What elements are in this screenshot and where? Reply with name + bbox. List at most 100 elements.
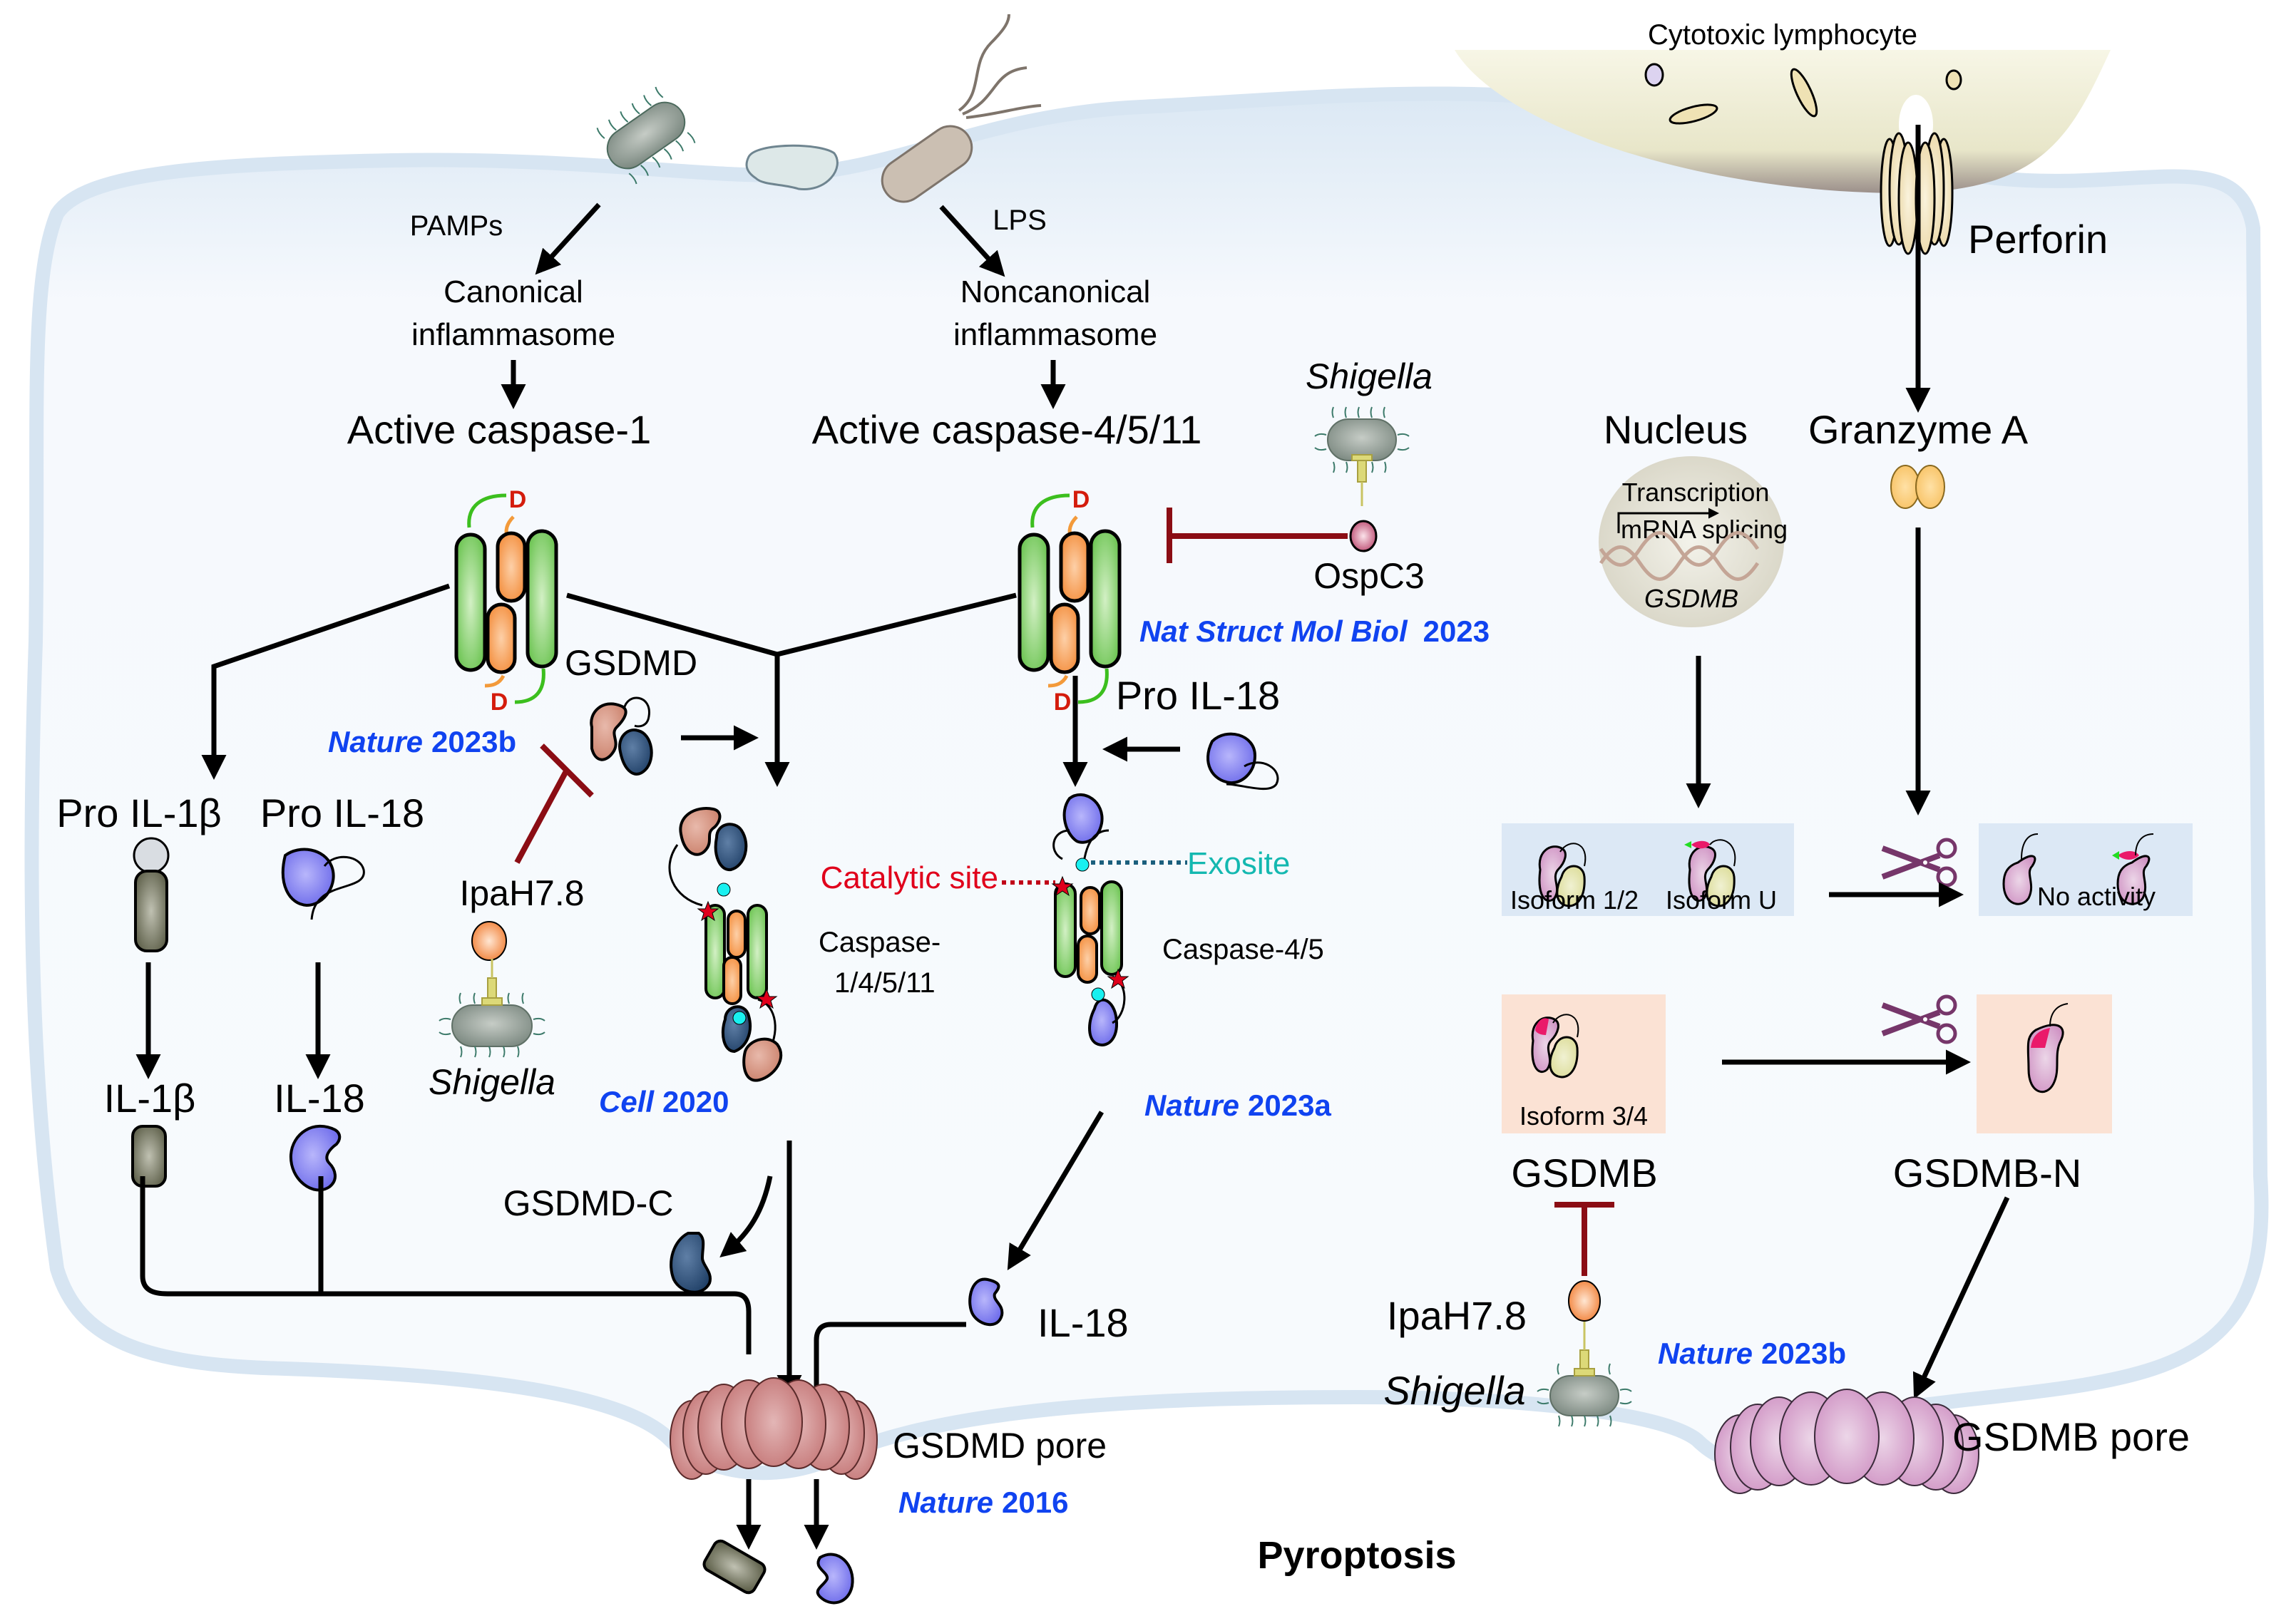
ipah78-left-label: IpaH7.8	[459, 873, 584, 913]
pro-il1b-icon	[133, 837, 170, 952]
gsdmb-pore-icon	[1714, 1389, 1979, 1494]
il18-label: IL-18	[274, 1076, 365, 1121]
shigella-left-icon	[439, 959, 545, 1058]
bacterium-curved	[745, 144, 839, 190]
noncanonical-label-2: inflammasome	[953, 317, 1157, 352]
gsdmd-pore-icon	[670, 1377, 878, 1480]
caspase-4511-dimer-icon: D D	[1018, 486, 1122, 716]
inhibition-ipah-gsdmd	[514, 743, 594, 864]
d-residue-label: D	[491, 689, 508, 716]
branch-casp1-right	[566, 592, 778, 657]
pamps-label: PAMPs	[410, 210, 503, 242]
gsdmb-pore-label: GSDMB pore	[1952, 1414, 2190, 1459]
ipah78-right-label: IpaH7.8	[1387, 1293, 1527, 1338]
nucleus-label: Nucleus	[1604, 407, 1748, 452]
arrow-pamps	[535, 202, 601, 275]
transcription-label: Transcription	[1622, 478, 1770, 507]
pro-il18-label: Pro IL-18	[260, 791, 424, 835]
arrow-to-cleavage-complex	[764, 592, 1017, 787]
caspase-multi-label-1: Caspase-	[819, 927, 941, 958]
scissors-icon	[1881, 994, 1957, 1044]
canonical-label-2: inflammasome	[411, 317, 615, 352]
active-caspase-4511-label: Active caspase-4/5/11	[812, 407, 1202, 452]
gsdmb-label: GSDMB	[1511, 1151, 1657, 1195]
ipah78-left-icon	[471, 921, 507, 961]
noncanonical-label-1: Noncanonical	[960, 274, 1151, 309]
dna-helix-icon	[1599, 531, 1760, 581]
il1b-released-icon	[702, 1539, 767, 1595]
shigella-right-icon	[1537, 1322, 1632, 1427]
line-il18-released-to-pore	[814, 1322, 966, 1394]
transcription-arrow-icon	[1617, 508, 1719, 533]
canonical-label-1: Canonical	[444, 274, 583, 309]
no-activity-box: No activity	[1979, 823, 2193, 916]
bacterium-lps	[881, 14, 1042, 203]
il18-released-label: IL-18	[1037, 1300, 1129, 1345]
pyroptosis-label: Pyroptosis	[1257, 1534, 1456, 1577]
caspase-45-label: Caspase-4/5	[1162, 934, 1324, 965]
granzyme-a-icon	[1890, 465, 1945, 509]
pro-il1b-label: Pro IL-1β	[56, 791, 221, 835]
no-activity-label: No activity	[2037, 882, 2156, 911]
gsdmd-pore-label: GSDMD pore	[893, 1426, 1107, 1466]
ospc3-label: OspC3	[1313, 556, 1425, 596]
gsdmb-isoform-34-icon	[1531, 1014, 1579, 1079]
caspase-gsdmd-complex-icon	[668, 807, 783, 1082]
gsdmb-n-label: GSDMB-N	[1893, 1151, 2081, 1195]
d-residue-label: D	[1072, 486, 1090, 513]
lps-label: LPS	[993, 205, 1047, 236]
isoform-u-label: Isoform U	[1666, 885, 1777, 915]
shigella-right-label: Shigella	[1383, 1368, 1525, 1413]
pro-il18-right-icon	[1206, 732, 1279, 791]
arrow-gsdmb-n-to-pore	[1912, 1196, 2010, 1399]
il18-mature-icon	[289, 1125, 342, 1192]
isoform-34-box: Isoform 3/4	[1502, 994, 1666, 1133]
active-caspase-1-label: Active caspase-1	[347, 407, 651, 452]
il18-released-icon	[968, 1277, 1004, 1327]
ipah78-right-icon	[1568, 1280, 1601, 1322]
gsdmb-n-u-inactive-icon	[2116, 855, 2151, 905]
bacterium-pamps	[596, 86, 696, 185]
caspase45-il18-complex-icon	[1051, 793, 1129, 1046]
shigella-bacterium-icon	[1314, 406, 1410, 506]
exosite-label: Exosite	[1187, 846, 1290, 881]
granzyme-a-label: Granzyme A	[1808, 407, 2029, 452]
il1b-mature-icon	[131, 1125, 167, 1188]
nucleus-icon: Transcription mRNA splicing GSDMB	[1599, 456, 1788, 627]
ospc3-icon	[1349, 520, 1378, 552]
gsdmd-full-length-icon	[590, 696, 653, 776]
gsdmb-isoform-12-icon	[1538, 843, 1587, 907]
pro-il18-right-label: Pro IL-18	[1116, 673, 1280, 718]
gsdmb-n-inactive-icon	[2002, 855, 2036, 905]
isoform-12-label: Isoform 1/2	[1510, 885, 1639, 915]
gsdmb-isoform-u-icon	[1684, 839, 1736, 907]
line-il1b-to-pore	[140, 1176, 752, 1354]
d-residue-label: D	[509, 486, 527, 513]
gsdmd-c-label: GSDMD-C	[503, 1183, 674, 1223]
catalytic-site-label: Catalytic site	[821, 860, 998, 895]
perforin-label: Perforin	[1968, 217, 2108, 262]
gsdmb-gene-label: GSDMB	[1644, 584, 1738, 613]
pro-il18-icon	[281, 848, 365, 920]
inhibition-ospc3	[1167, 508, 1348, 563]
arrow-to-pro-il1b	[201, 583, 451, 780]
arrow-to-il18-released	[1007, 1111, 1105, 1271]
isoform-34-label: Isoform 3/4	[1519, 1101, 1648, 1131]
cytotoxic-lymphocyte-label: Cytotoxic lymphocyte	[1648, 19, 1917, 51]
gsdmd-c-icon	[670, 1232, 712, 1294]
caspase-multi-label-2: 1/4/5/11	[834, 967, 936, 999]
shigella-top-label: Shigella	[1306, 356, 1433, 396]
gsdmd-label: GSDMD	[565, 643, 697, 683]
inhibition-ipah-gsdmb	[1554, 1202, 1614, 1276]
arrow-lps	[939, 205, 1005, 277]
arrow-to-gsdmd-c	[719, 1175, 773, 1257]
il18-extracellular-icon	[816, 1553, 854, 1605]
caspase-1-dimer-icon: D D	[454, 486, 558, 716]
shigella-left-label: Shigella	[429, 1062, 555, 1102]
